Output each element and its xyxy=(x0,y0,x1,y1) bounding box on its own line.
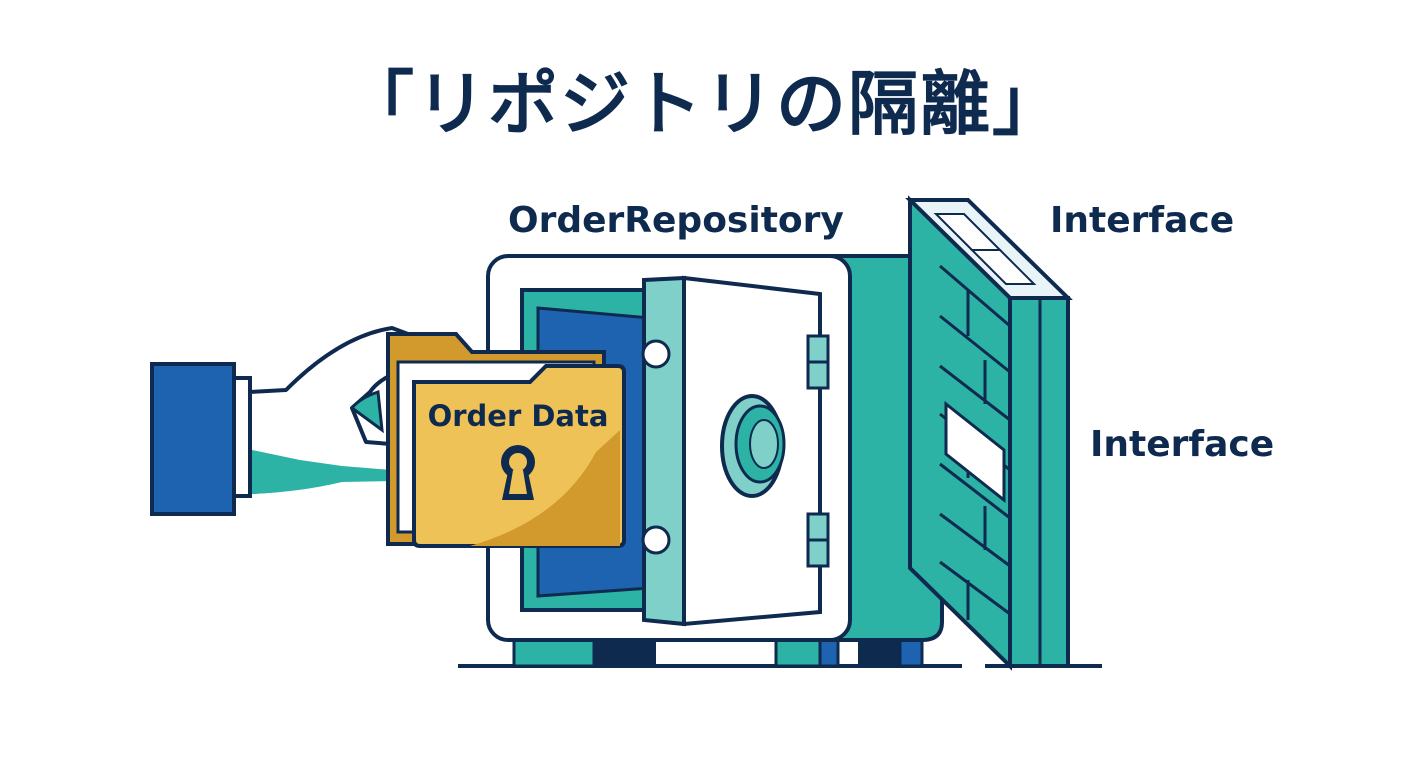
brick-wall-icon xyxy=(905,195,1073,671)
page-title: 「リポジトリの隔離」 xyxy=(344,63,1064,145)
folder-icon xyxy=(386,332,626,548)
repository-label: OrderRepository xyxy=(508,200,844,241)
interface-label-top: Interface xyxy=(1050,200,1235,241)
interface-label-right: Interface xyxy=(1090,424,1275,465)
keyhole-icon xyxy=(501,445,535,500)
folder-label: Order Data xyxy=(428,399,609,433)
